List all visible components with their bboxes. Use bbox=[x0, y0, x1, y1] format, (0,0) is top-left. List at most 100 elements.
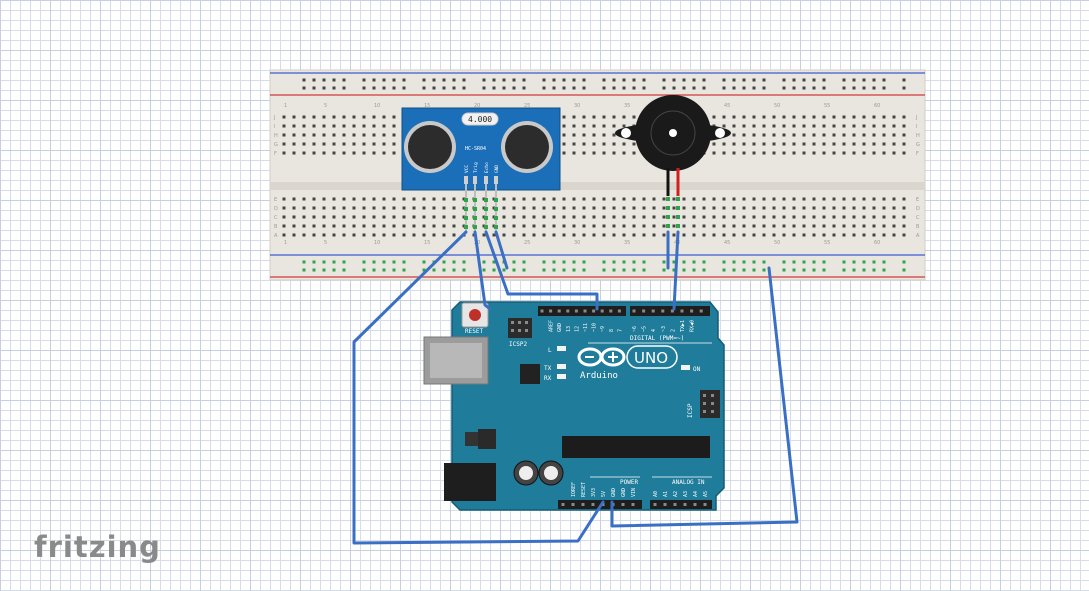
terminal-hole bbox=[342, 133, 346, 137]
terminal-hole bbox=[292, 124, 296, 128]
terminal-hole bbox=[332, 124, 336, 128]
terminal-hole bbox=[882, 151, 886, 155]
header-pin[interactable] bbox=[540, 309, 544, 313]
terminal-hole bbox=[842, 133, 846, 137]
terminal-hole bbox=[762, 206, 766, 210]
sensor-pin[interactable] bbox=[473, 176, 477, 184]
terminal-hole bbox=[742, 224, 746, 228]
sensor-pin[interactable] bbox=[464, 176, 468, 184]
wire-gnd-rail[interactable] bbox=[610, 266, 799, 528]
terminal-hole bbox=[882, 224, 886, 228]
terminal-hole bbox=[572, 224, 576, 228]
header-pin[interactable] bbox=[600, 309, 604, 313]
header-pin[interactable] bbox=[566, 309, 570, 313]
header-pin[interactable] bbox=[583, 309, 587, 313]
led-rx-label: RX bbox=[544, 375, 552, 382]
terminal-hole bbox=[342, 142, 346, 146]
header-pin[interactable] bbox=[680, 309, 684, 313]
power-pin-hole[interactable] bbox=[571, 503, 575, 506]
power-pin-hole[interactable] bbox=[621, 503, 625, 506]
rail-hole bbox=[662, 268, 666, 272]
terminal-hole bbox=[902, 215, 906, 219]
column-label: 45 bbox=[724, 103, 730, 109]
header-pin[interactable] bbox=[690, 309, 694, 313]
header-pin[interactable] bbox=[651, 309, 655, 313]
terminal-hole bbox=[582, 133, 586, 137]
wire-echo[interactable] bbox=[484, 230, 599, 311]
analog-pin-label: A2 bbox=[673, 491, 679, 497]
rail-hole bbox=[822, 78, 826, 82]
power-pin-label: GND bbox=[611, 488, 617, 497]
rail-hole bbox=[422, 78, 426, 82]
terminal-hole bbox=[302, 151, 306, 155]
analog-pin-hole[interactable] bbox=[703, 503, 707, 506]
terminal-hole bbox=[762, 115, 766, 119]
wires[interactable] bbox=[352, 230, 799, 545]
wire-vcc-to-5v[interactable] bbox=[352, 230, 605, 545]
terminal-hole bbox=[572, 142, 576, 146]
terminal-hole bbox=[812, 197, 816, 201]
terminal-hole bbox=[892, 233, 896, 237]
icsp2-pin bbox=[525, 329, 528, 332]
header-pin[interactable] bbox=[549, 309, 553, 313]
terminal-hole bbox=[812, 215, 816, 219]
header-pin[interactable] bbox=[617, 309, 621, 313]
terminal-hole bbox=[312, 151, 316, 155]
terminal-hole bbox=[782, 233, 786, 237]
rail-hole bbox=[702, 86, 706, 90]
sensor-pin[interactable] bbox=[484, 176, 488, 184]
terminal-hole bbox=[352, 206, 356, 210]
reset-button-cap[interactable] bbox=[469, 309, 481, 321]
header-pin[interactable] bbox=[699, 309, 703, 313]
analog-pin-hole[interactable] bbox=[653, 503, 657, 506]
analog-pin-hole[interactable] bbox=[673, 503, 677, 506]
terminal-hole bbox=[642, 215, 646, 219]
power-pin-hole[interactable] bbox=[631, 503, 635, 506]
terminal-hole bbox=[392, 151, 396, 155]
power-pin-hole[interactable] bbox=[591, 503, 595, 506]
rail-hole bbox=[542, 268, 546, 272]
wire-buzzer-positive[interactable] bbox=[672, 230, 680, 311]
rail-hole bbox=[302, 268, 306, 272]
header-pin[interactable] bbox=[574, 309, 578, 313]
wire-trig[interactable] bbox=[473, 230, 492, 311]
header-pin[interactable] bbox=[609, 309, 613, 313]
header-pin[interactable] bbox=[661, 309, 665, 313]
breadboard[interactable]: 1155101015152020252530303535404045455050… bbox=[269, 69, 926, 281]
terminal-hole bbox=[592, 233, 596, 237]
header-pin[interactable] bbox=[592, 309, 596, 313]
terminal-hole bbox=[522, 197, 526, 201]
terminal-hole bbox=[292, 142, 296, 146]
rail-hole bbox=[752, 260, 756, 264]
header-pin[interactable] bbox=[557, 309, 561, 313]
power-pin-hole[interactable] bbox=[561, 503, 565, 506]
column-label: 25 bbox=[524, 240, 530, 246]
sensor-pin[interactable] bbox=[494, 176, 498, 184]
terminal-hole bbox=[622, 224, 626, 228]
icsp2-pin bbox=[511, 329, 514, 332]
terminal-hole bbox=[612, 197, 616, 201]
analog-pin-hole[interactable] bbox=[683, 503, 687, 506]
icsp-label: ICSP bbox=[687, 403, 694, 418]
analog-pin-hole[interactable] bbox=[663, 503, 667, 506]
terminal-hole bbox=[742, 142, 746, 146]
terminal-hole bbox=[842, 124, 846, 128]
header-pin[interactable] bbox=[670, 309, 674, 313]
terminal-hole bbox=[842, 215, 846, 219]
analog-label: ANALOG IN bbox=[672, 479, 705, 486]
header-pin[interactable] bbox=[642, 309, 646, 313]
row-label: B bbox=[916, 224, 920, 230]
terminal-hole bbox=[442, 224, 446, 228]
header-pin[interactable] bbox=[632, 309, 636, 313]
wire-sensor-gnd[interactable] bbox=[494, 230, 509, 270]
terminal-hole bbox=[702, 197, 706, 201]
analog-pin-hole[interactable] bbox=[693, 503, 697, 506]
terminal-hole bbox=[612, 206, 616, 210]
piezo-buzzer[interactable] bbox=[615, 95, 731, 196]
power-pin-hole[interactable] bbox=[581, 503, 585, 506]
rail-hole bbox=[302, 78, 306, 82]
terminal-hole bbox=[832, 115, 836, 119]
column-label: 10 bbox=[374, 103, 380, 109]
